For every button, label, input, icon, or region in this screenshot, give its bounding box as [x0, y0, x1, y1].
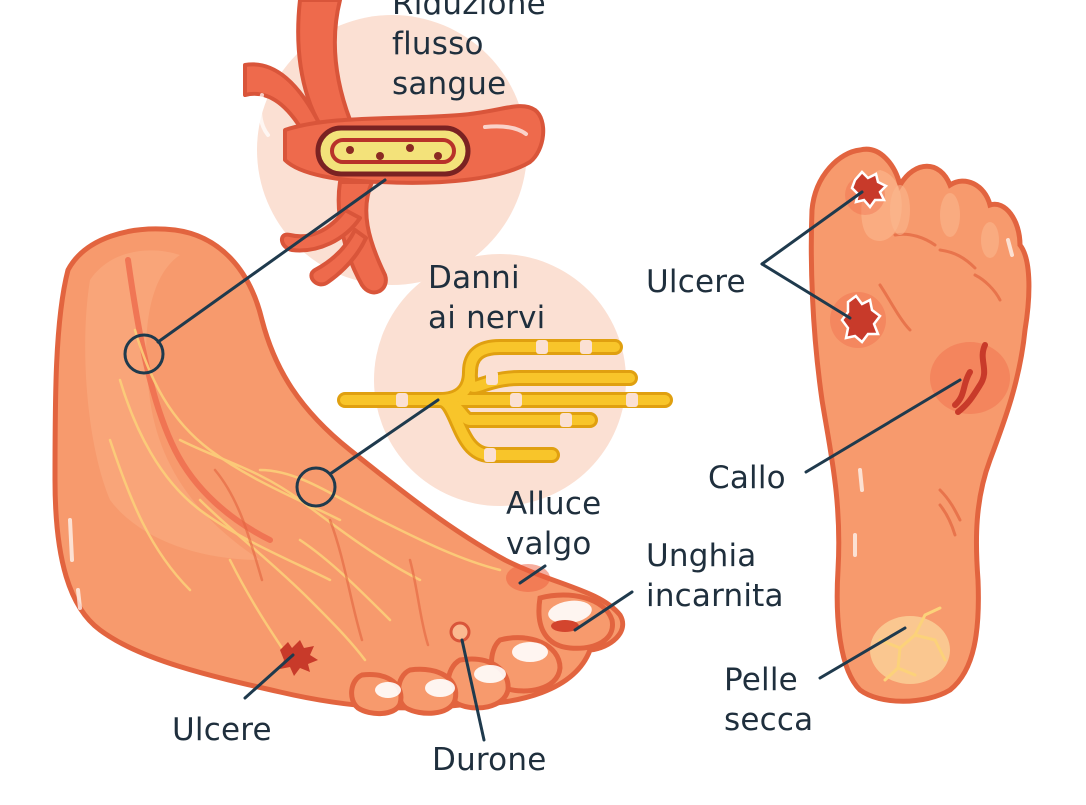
nerve-leader [328, 398, 440, 476]
nerve-marker-circle [295, 466, 337, 508]
ingrown-nail-leader [573, 590, 634, 632]
blood-flow-leader [156, 178, 387, 344]
sole-foot-icon [808, 146, 1032, 704]
label-nerve-damage: Danni ai nervi [428, 260, 546, 336]
foot-ulcer-leader [243, 653, 295, 700]
nerve-icon [337, 339, 673, 463]
label-ulcers-foot: Ulcere [172, 712, 272, 748]
label-ulcers-sole: Ulcere [646, 264, 746, 300]
label-blood-flow: Riduzione flusso sangue [392, 0, 546, 102]
callus-leader [804, 378, 962, 474]
corn-icon [449, 621, 471, 643]
sole-ulcer-pad-icon [840, 294, 882, 344]
dry-skin-leader [818, 626, 907, 680]
ulcer-sole-leader-bottom [760, 262, 852, 320]
dry-skin-cracks-icon [878, 606, 947, 682]
sole-callus-icon [952, 342, 988, 415]
leader-lines [123, 178, 962, 742]
bunion-leader [518, 564, 547, 585]
label-dry-skin: Pelle secca [724, 662, 814, 738]
artery-plaque-icon [315, 125, 471, 177]
label-ingrown-nail: Unghia incarnita [646, 538, 784, 614]
label-corn: Durone [432, 742, 547, 778]
ulcer-sole-leader-top [760, 190, 864, 266]
label-callus: Callo [708, 460, 786, 496]
corn-leader [460, 638, 486, 742]
foot-ulcer-icon [280, 640, 318, 676]
label-bunion: Alluce valgo [506, 486, 602, 562]
blood-flow-marker-circle [123, 333, 165, 375]
ingrown-nail-red-icon [551, 620, 579, 632]
